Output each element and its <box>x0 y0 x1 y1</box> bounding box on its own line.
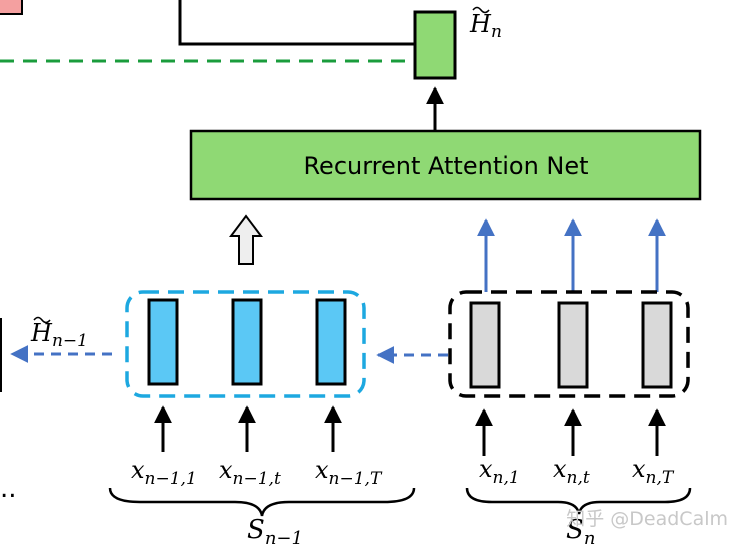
curr-cell-t <box>557 301 589 389</box>
svg-text:Hn: Hn <box>469 10 502 42</box>
stop-gradient-arrow <box>229 214 263 265</box>
curr-segment-container <box>448 290 690 398</box>
input-label-curr-t: xn,t <box>553 455 590 488</box>
h-prev-sub: n−1 <box>52 331 88 351</box>
h-n-cell <box>413 10 457 80</box>
input-label-prev-t: xn−1,t <box>219 456 281 489</box>
h-prev-label: Hn−1 <box>30 316 88 351</box>
watermark: 知乎 @DeadCalm <box>566 508 728 530</box>
h-n-base: H <box>469 10 492 38</box>
h-prev-base: H <box>30 319 53 347</box>
brace-curr <box>465 487 692 515</box>
prev-segment-container <box>125 290 366 398</box>
red-corner-block <box>0 0 23 15</box>
input-label-curr-T: xn,T <box>632 455 675 488</box>
recurrent-attention-net-box <box>189 129 702 201</box>
brace-prev <box>108 487 416 517</box>
prev-cell-t <box>231 298 263 386</box>
h-n-tilde <box>472 6 490 14</box>
curr-cell-T <box>641 301 673 389</box>
segment-label-curr: Sn <box>566 515 595 549</box>
prev-cell-T <box>315 298 347 386</box>
input-label-curr-1: xn,1 <box>479 455 520 488</box>
rnn-label: Recurrent Attention Net <box>303 152 588 180</box>
h-n-label: Hn <box>469 6 502 42</box>
h-n-sub: n <box>491 22 502 42</box>
svg-text:Hn−1: Hn−1 <box>30 319 88 351</box>
input-label-prev-T: xn−1,T <box>315 456 383 489</box>
prev-cell-1 <box>147 298 179 386</box>
curr-cell-1 <box>469 301 501 389</box>
segment-label-prev: Sn−1 <box>247 515 303 549</box>
ellipsis: .. <box>0 474 17 504</box>
top-connector-line <box>178 0 415 46</box>
input-label-prev-1: xn−1,1 <box>131 456 197 489</box>
h-prev-tilde <box>33 316 51 324</box>
